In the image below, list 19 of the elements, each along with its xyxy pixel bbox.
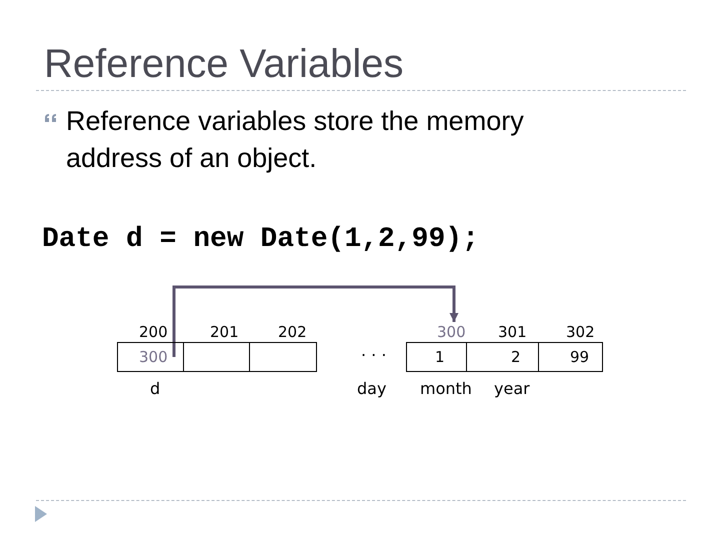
memory-cell: 1 [406, 342, 467, 372]
memory-cell: 99 [538, 342, 603, 372]
variable-name: month [420, 379, 472, 399]
variable-name: d [150, 379, 160, 399]
arrow [172, 286, 458, 357]
address-label: 302 [566, 322, 595, 342]
address-label: 300 [437, 322, 466, 342]
memory-cell: 300 [117, 342, 184, 372]
ellipsis: . . . [361, 341, 386, 361]
address-label: 200 [139, 322, 168, 342]
bullet-text: Reference variables store the memory address of an object. [66, 105, 525, 175]
address-label: 201 [210, 322, 239, 342]
address-label: 301 [498, 322, 527, 342]
address-label: 202 [278, 322, 307, 342]
memory-cell: 2 [466, 342, 539, 372]
slide-title: Reference Variables [44, 44, 404, 84]
variable-name: day [357, 379, 386, 399]
code-line: Date d = new Date(1,2,99); [42, 224, 479, 256]
variable-name: year [494, 379, 530, 399]
